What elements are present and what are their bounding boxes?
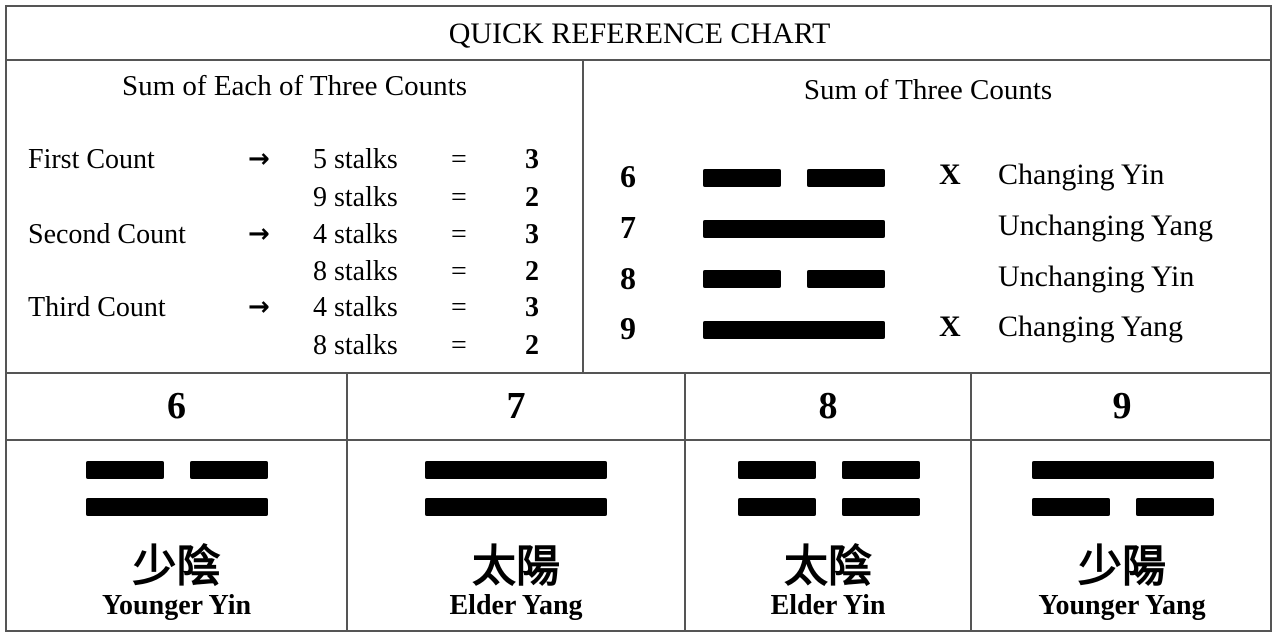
divider-col-2 <box>684 372 686 632</box>
solid-line-icon <box>703 220 885 238</box>
line-label: Unchanging Yang <box>998 209 1213 242</box>
equals-sign: = <box>451 292 467 323</box>
arrow-right-icon: → <box>248 292 270 322</box>
arrow-right-icon: → <box>248 144 270 174</box>
chart-frame <box>5 5 1272 632</box>
chinese-name: 太陰 <box>784 541 872 592</box>
english-name: Elder Yang <box>449 590 583 621</box>
bigram-number: 7 <box>506 385 526 427</box>
solid-line-icon <box>703 321 885 339</box>
stalks-value: 8 stalks <box>313 256 398 287</box>
divider-col-1 <box>346 372 348 632</box>
broken-line-right-icon <box>807 169 885 187</box>
line-label: Changing Yang <box>998 310 1184 343</box>
count-label: Third Count <box>28 292 166 323</box>
equals-sign: = <box>451 182 467 213</box>
line-number: 8 <box>620 260 636 296</box>
equals-sign: = <box>451 256 467 287</box>
broken-line-right-icon <box>190 461 268 479</box>
broken-line-left-icon <box>703 270 781 288</box>
line-number: 7 <box>620 209 636 245</box>
broken-line-right-icon <box>842 498 920 516</box>
count-result: 3 <box>525 292 539 323</box>
broken-line-left-icon <box>1032 498 1110 516</box>
count-label: First Count <box>28 144 155 175</box>
broken-line-right-icon <box>807 270 885 288</box>
broken-line-right-icon <box>1136 498 1214 516</box>
equals-sign: = <box>451 219 467 250</box>
right-section-heading: Sum of Three Counts <box>803 74 1053 106</box>
divider-col-3 <box>970 372 972 632</box>
solid-line-icon <box>1032 461 1214 479</box>
bigram-number: 6 <box>167 385 186 427</box>
count-result: 2 <box>525 182 539 213</box>
solid-line-icon <box>425 461 607 479</box>
broken-line-left-icon <box>738 498 816 516</box>
count-label: Second Count <box>28 219 186 250</box>
stalks-value: 9 stalks <box>313 182 398 213</box>
stalks-value: 4 stalks <box>313 292 398 323</box>
equals-sign: = <box>451 144 467 175</box>
bigram-number: 8 <box>818 385 838 427</box>
divider-middle-vertical <box>582 59 584 374</box>
chinese-name: 少陰 <box>132 541 221 592</box>
solid-line-icon <box>425 498 607 516</box>
broken-line-right-icon <box>842 461 920 479</box>
line-number: 9 <box>620 310 636 346</box>
arrow-right-icon: → <box>248 219 270 249</box>
broken-line-left-icon <box>703 169 781 187</box>
count-result: 3 <box>525 219 539 250</box>
stalks-value: 4 stalks <box>313 219 398 250</box>
count-result: 3 <box>525 144 539 175</box>
bigram-number: 9 <box>1112 385 1132 427</box>
stalks-value: 5 stalks <box>313 144 398 175</box>
changing-mark: X <box>939 310 961 343</box>
chinese-name: 太陽 <box>472 541 560 592</box>
divider-middle-bottom <box>5 372 1272 374</box>
stalks-value: 8 stalks <box>313 330 398 361</box>
chart-title: QUICK REFERENCE CHART <box>448 16 831 50</box>
english-name: Elder Yin <box>770 590 886 621</box>
count-result: 2 <box>525 256 539 287</box>
solid-line-icon <box>86 498 268 516</box>
left-section-heading: Sum of Each of Three Counts <box>122 70 467 102</box>
line-label: Unchanging Yin <box>998 260 1195 293</box>
line-label: Changing Yin <box>998 158 1165 191</box>
divider-title <box>5 59 1272 61</box>
english-name: Younger Yin <box>101 590 252 621</box>
line-number: 6 <box>620 158 636 194</box>
english-name: Younger Yang <box>1038 590 1206 621</box>
equals-sign: = <box>451 330 467 361</box>
broken-line-left-icon <box>86 461 164 479</box>
count-result: 2 <box>525 330 539 361</box>
changing-mark: X <box>939 158 961 191</box>
divider-bottom-header <box>5 439 1272 441</box>
chinese-name: 少陽 <box>1078 541 1166 592</box>
broken-line-left-icon <box>738 461 816 479</box>
